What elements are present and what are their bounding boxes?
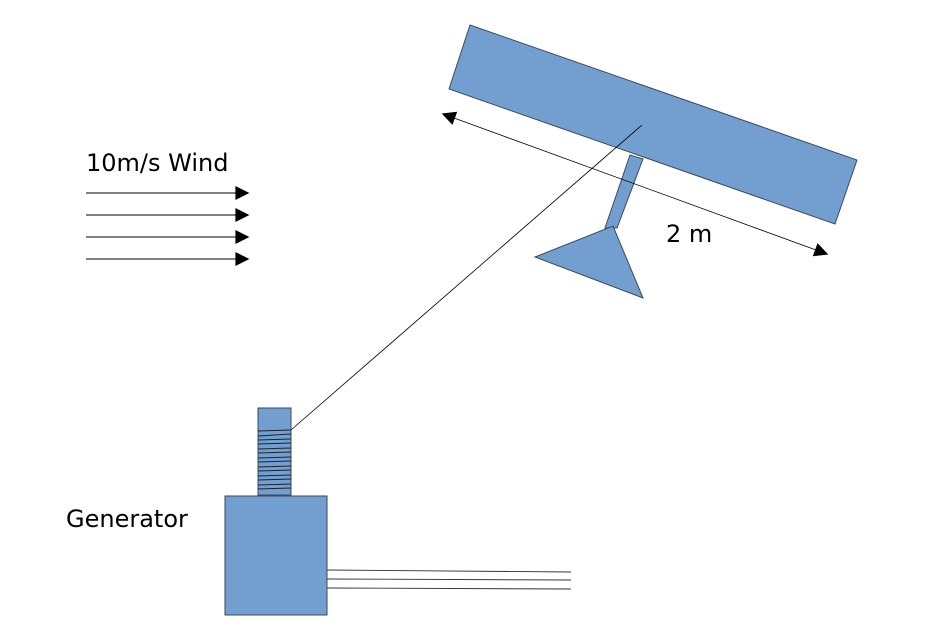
wind-arrows [86, 186, 250, 266]
spool-coil [257, 429, 292, 490]
kite-strut [604, 154, 644, 229]
tether-line [290, 124, 643, 431]
output-wires [326, 569, 572, 590]
spool [257, 407, 292, 496]
kite-wing [448, 24, 858, 225]
kite-tail [533, 225, 644, 299]
generator-box [224, 495, 328, 616]
wind-label: 10m/s Wind [86, 149, 228, 177]
span-dimension-arrow [441, 111, 829, 257]
span-label: 2 m [666, 220, 712, 248]
generator-label: Generator [66, 505, 188, 533]
